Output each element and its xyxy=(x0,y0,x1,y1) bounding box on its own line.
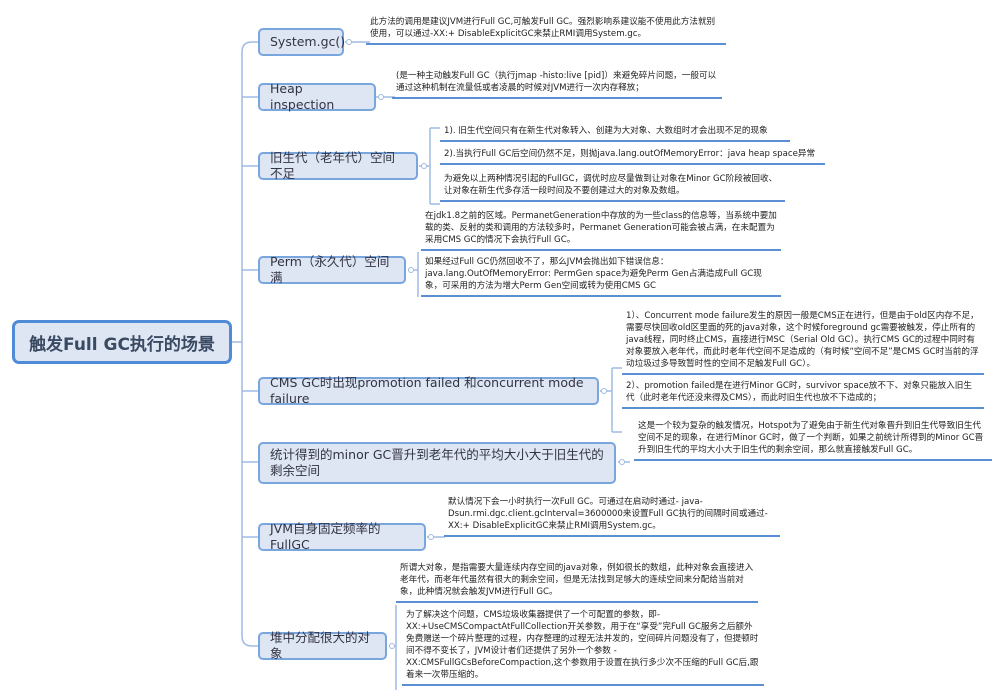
branch-label: 旧生代（老年代）空间不足 xyxy=(270,150,396,181)
note-text: 如果经过Full GC仍然回收不了，那么JVM会抛出如下错误信息：java.la… xyxy=(425,257,762,291)
note-old-gen-3: 为避免以上两种情况引起的FullGC，调优时应尽量做到让对象在Minor GC阶… xyxy=(440,168,785,202)
branch-cms-gc-failures[interactable]: CMS GC时出现promotion failed 和concurrent mo… xyxy=(258,375,599,406)
branch-label: 堆中分配很大的对象 xyxy=(270,630,371,661)
note-large-objects-2: 为了解决这个问题，CMS垃圾收集器提供了一个可配置的参数，即-XX:+UseCM… xyxy=(402,607,764,686)
branch-label: 统计得到的minor GC晋升到老年代的平均大小大于旧生代的剩余空间 xyxy=(270,447,604,478)
branch-old-gen-insufficient[interactable]: 旧生代（老年代）空间不足 xyxy=(258,150,418,181)
branch-label: JVM自身固定频率的FullGC xyxy=(270,521,381,552)
branch-label: CMS GC时出现promotion failed 和concurrent mo… xyxy=(270,375,584,406)
note-large-objects-1: 所谓大对象，是指需要大量连续内存空间的java对象，例如很长的数组，此种对象会直… xyxy=(396,560,758,603)
note-text: 此方法的调用是建议JVM进行Full GC,可触发Full GC。强烈影响系建议… xyxy=(370,17,716,39)
root-topic-label: 触发Full GC执行的场景 xyxy=(29,334,215,355)
collapse-toggle-icon[interactable] xyxy=(389,643,395,649)
collapse-toggle-icon[interactable] xyxy=(601,388,607,394)
note-text: (是一种主动触发Full GC（执行jmap -histo:live [pid]… xyxy=(396,71,717,93)
root-topic[interactable]: 触发Full GC执行的场景 xyxy=(12,320,232,364)
branch-fixed-frequency[interactable]: JVM自身固定频率的FullGC xyxy=(258,521,426,552)
note-text: 2）、promotion failed是在进行Minor GC时，survivo… xyxy=(626,381,972,403)
note-old-gen-1: 1). 旧生代空间只有在新生代对象转入、创建为大对象、大数组时才会出现不足的现象 xyxy=(440,120,790,142)
note-cms-1: 1）、Concurrent mode failure发生的原因一般是CMS正在进… xyxy=(622,308,984,375)
note-fixed-frequency: 默认情况下会一小时执行一次Full GC。可通过在启动时通过- java-Dsu… xyxy=(444,494,780,537)
note-text: 所谓大对象，是指需要大量连续内存空间的java对象，例如很长的数组，此种对象会直… xyxy=(400,563,754,597)
note-perm-1: 在jdk1.8之前的区域。PermanetGeneration中存放的为一些cl… xyxy=(421,208,781,251)
branch-perm-full[interactable]: Perm（永久代）空间满 xyxy=(258,254,406,285)
note-text: 为了解决这个问题，CMS垃圾收集器提供了一个可配置的参数，即-XX:+UseCM… xyxy=(406,610,759,680)
collapse-toggle-icon[interactable] xyxy=(378,94,384,100)
branch-system-gc[interactable]: System.gc() xyxy=(258,28,346,56)
branch-heap-inspection[interactable]: Heap inspection xyxy=(258,81,376,112)
note-text: 1). 旧生代空间只有在新生代对象转入、创建为大对象、大数组时才会出现不足的现象 xyxy=(444,126,768,136)
collapse-toggle-icon[interactable] xyxy=(421,163,427,169)
note-cms-2: 2）、promotion failed是在进行Minor GC时，survivo… xyxy=(622,377,984,409)
note-avg-promotion: 这是一个较为复杂的触发情况，Hotspot为了避免由于新生代对象晋升到旧生代导致… xyxy=(634,418,992,461)
note-text: 2).当执行Full GC后空间仍然不足，则抛java.lang.outOfMe… xyxy=(444,149,816,159)
note-text: 1）、Concurrent mode failure发生的原因一般是CMS正在进… xyxy=(626,311,979,369)
collapse-toggle-icon[interactable] xyxy=(619,459,625,465)
note-system-gc: 此方法的调用是建议JVM进行Full GC,可触发Full GC。强烈影响系建议… xyxy=(366,14,726,45)
note-text: 为避免以上两种情况引起的FullGC，调优时应尽量做到让对象在Minor GC阶… xyxy=(444,174,778,196)
note-text: 在jdk1.8之前的区域。PermanetGeneration中存放的为一些cl… xyxy=(425,211,777,245)
note-heap-inspection: (是一种主动触发Full GC（执行jmap -histo:live [pid]… xyxy=(392,68,722,99)
branch-label: Heap inspection xyxy=(270,81,335,112)
collapse-toggle-icon[interactable] xyxy=(408,267,414,273)
note-text: 这是一个较为复杂的触发情况，Hotspot为了避免由于新生代对象晋升到旧生代导致… xyxy=(638,421,984,455)
collapse-toggle-icon[interactable] xyxy=(346,39,352,45)
note-old-gen-2: 2).当执行Full GC后空间仍然不足，则抛java.lang.outOfMe… xyxy=(440,144,825,165)
note-text: 默认情况下会一小时执行一次Full GC。可通过在启动时通过- java-Dsu… xyxy=(448,497,768,531)
note-perm-2: 如果经过Full GC仍然回收不了，那么JVM会抛出如下错误信息：java.la… xyxy=(421,254,781,297)
collapse-toggle-icon[interactable] xyxy=(428,534,434,540)
branch-label: System.gc() xyxy=(270,34,346,49)
branch-avg-promotion[interactable]: 统计得到的minor GC晋升到老年代的平均大小大于旧生代的剩余空间 xyxy=(258,442,616,484)
branch-large-objects[interactable]: 堆中分配很大的对象 xyxy=(258,630,387,661)
branch-label: Perm（永久代）空间满 xyxy=(270,254,390,285)
